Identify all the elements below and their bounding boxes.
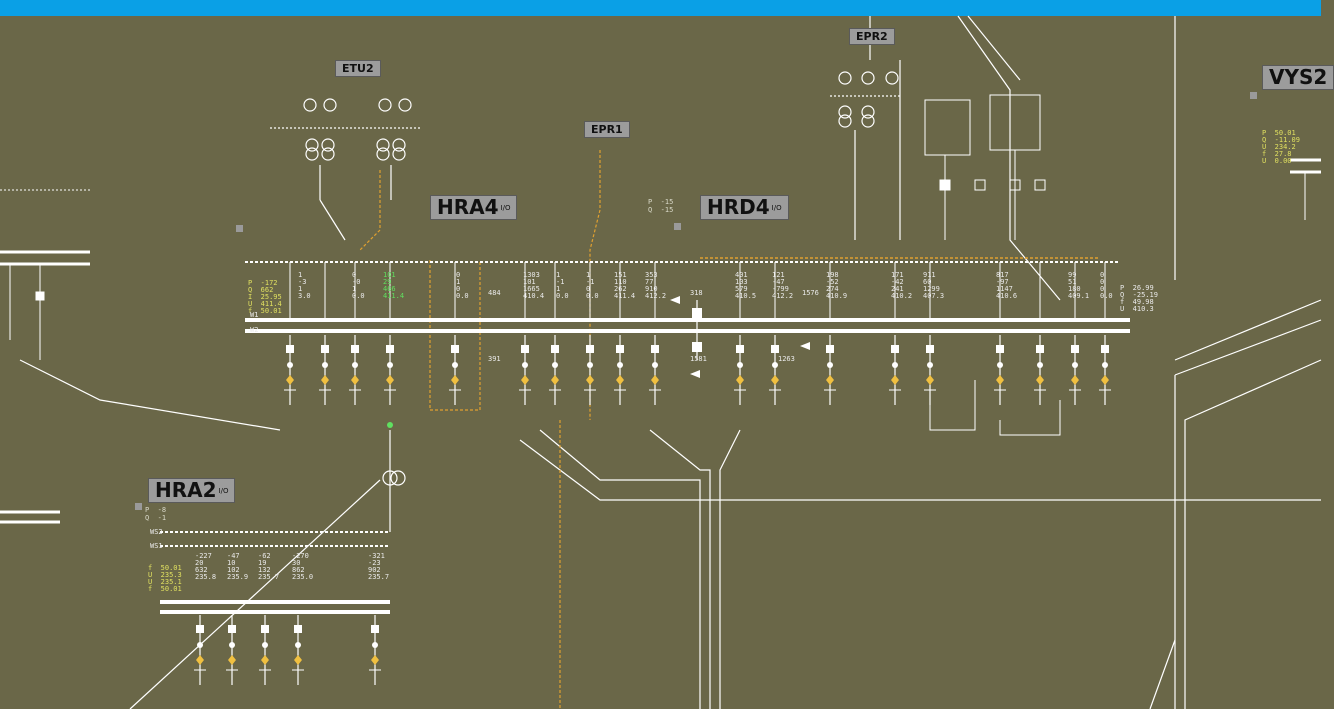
right-switchyard bbox=[924, 94, 1061, 436]
hrd4-name: HRD4 bbox=[707, 195, 770, 219]
hra2-bay-2-values: -47 10 102 235.9 bbox=[227, 552, 249, 581]
hra4-bay-1-values: 1 -3 1 3.0 bbox=[298, 271, 311, 300]
etu2-name: ETU2 bbox=[342, 62, 374, 75]
hra2-q: Q -1 bbox=[145, 514, 167, 522]
hra2-p: P -8 bbox=[145, 506, 167, 514]
flow-arrows bbox=[670, 296, 810, 378]
line-label-e: 318 bbox=[690, 289, 703, 297]
hrd4-bay-4-values: 171 -42 241 410.2 bbox=[891, 271, 913, 300]
vys2-name: VYS2 bbox=[1269, 65, 1328, 89]
vys2-readout: P 50.01 Q -11.09 U 234.2 f 27.8 U 0.00 bbox=[1262, 129, 1300, 165]
vys2-status-square[interactable] bbox=[1250, 92, 1257, 99]
scada-diagram bbox=[0, 15, 1322, 709]
hra2-bay-5-values: -321 -23 902 235.7 bbox=[368, 552, 390, 581]
hrd4-bays bbox=[733, 334, 1112, 406]
hrd4-bay-7-values: 99 51 180 409.1 bbox=[1068, 271, 1090, 300]
hra4-busbars bbox=[245, 261, 1130, 333]
hrd4-status-square[interactable] bbox=[674, 223, 681, 230]
line-label-c: 1581 bbox=[690, 355, 707, 363]
hrd4-readout: P 26.99 Q -25.19 f 49.98 U 410.3 bbox=[1120, 284, 1158, 313]
hra4-status-square[interactable] bbox=[236, 225, 243, 232]
hra2-bay-4-values: -270 30 862 235.0 bbox=[292, 552, 314, 581]
hrd4-bay-1-values: 401 103 579 410.5 bbox=[735, 271, 757, 300]
hrd4-bay-2-values: 121 -47 -799 412.2 bbox=[772, 271, 794, 300]
hra4-bay-6-values: 1 -1 1 0.0 bbox=[556, 271, 569, 300]
hra4-bays bbox=[283, 334, 662, 406]
line-label-f: 1576 bbox=[802, 289, 819, 297]
hra4-bay-9-values: 353 77 910 412.2 bbox=[645, 271, 667, 300]
hra2-readout: f 50.01 U 235.3 U 235.1 f 50.01 bbox=[148, 564, 182, 593]
hra4-bay-3-values: 101 29 466 411.4 bbox=[383, 271, 405, 300]
network-lines bbox=[19, 15, 1322, 709]
epr2-tag[interactable]: EPR2 bbox=[849, 28, 895, 45]
line-label-d: 1263 bbox=[778, 355, 795, 363]
bus-label-w1: W1 bbox=[250, 311, 259, 319]
hrd4-bay-3-values: 198 -52 274 410.9 bbox=[826, 271, 848, 300]
hra2-section bbox=[160, 422, 406, 686]
bus-label-ws2: WS2 bbox=[150, 528, 163, 536]
epr2-transformers bbox=[830, 71, 900, 240]
epr2-name: EPR2 bbox=[856, 30, 888, 43]
hrd4-bay-6-values: 817 -97 1147 410.6 bbox=[996, 271, 1018, 300]
dashed-lines bbox=[359, 150, 1100, 709]
hra4-readout: P -172 Q 662 I 25.95 U 411.4 f 50.01 bbox=[248, 279, 282, 315]
vys2-fragment bbox=[1290, 158, 1321, 220]
hrd4-p: P -15 bbox=[648, 198, 674, 206]
hra2-bay-3-values: -62 19 132 235.7 bbox=[258, 552, 280, 581]
hra4-bay-4-values: 0 1 0 0.0 bbox=[456, 271, 469, 300]
bay-risers bbox=[289, 262, 1106, 320]
etu2-tag[interactable]: ETU2 bbox=[335, 60, 381, 77]
hra4-bay-7-values: 1 -1 0 0.0 bbox=[586, 271, 599, 300]
hra2-suffix: I/O bbox=[218, 487, 229, 495]
bus-label-w2: W2 bbox=[250, 326, 259, 334]
epr1-name: EPR1 bbox=[591, 123, 623, 136]
hra4-bay-8-values: 151 110 262 411.4 bbox=[614, 271, 636, 300]
hrd4-suffix: I/O bbox=[771, 204, 782, 212]
epr1-tag[interactable]: EPR1 bbox=[584, 121, 630, 138]
line-label-b: 391 bbox=[488, 355, 501, 363]
left-fragment bbox=[0, 189, 90, 524]
hra2-name: HRA2 bbox=[155, 478, 217, 502]
bus-label-ws1: WS1 bbox=[150, 542, 163, 550]
line-label-a: 484 bbox=[488, 289, 501, 297]
hra2-bay-1-values: -227 20 632 235.8 bbox=[195, 552, 217, 581]
hra2-status-square[interactable] bbox=[135, 503, 142, 510]
hra4-suffix: I/O bbox=[500, 204, 511, 212]
vys2-tag[interactable]: VYS2 bbox=[1262, 65, 1334, 90]
hrd4-bay-5-values: 911 60 1299 407.3 bbox=[923, 271, 945, 300]
hra4-bay-5-values: 1303 101 1665 410.4 bbox=[523, 271, 545, 300]
top-bar bbox=[0, 0, 1321, 16]
hrd4-bay-8-values: 0 0 0 0.0 bbox=[1100, 271, 1113, 300]
hrd4-q: Q -15 bbox=[648, 206, 674, 214]
etu2-transformers bbox=[270, 98, 420, 241]
hra4-bay-2-values: 0 -0 1 0.0 bbox=[352, 271, 365, 300]
bus-couplers bbox=[692, 300, 702, 360]
hra4-name: HRA4 bbox=[437, 195, 499, 219]
